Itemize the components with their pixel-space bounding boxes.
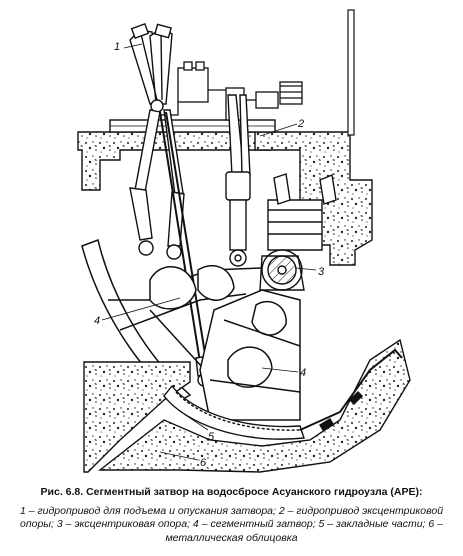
upper-deck xyxy=(77,9,373,266)
spillway-bed xyxy=(83,338,411,473)
eccentric-support xyxy=(259,249,305,291)
caption-title: Рис. 6.8. Сегментный затвор на водосброс… xyxy=(40,486,423,498)
caption-legend: 1 – гидропривод для подъема и опускания … xyxy=(19,504,444,544)
callout-1: 1 xyxy=(114,41,120,53)
callout-4-right: 4 xyxy=(300,367,306,379)
eccentric-hydraulic-drive xyxy=(225,94,337,267)
callout-2: 2 xyxy=(297,118,304,130)
callout-3: 3 xyxy=(318,266,325,278)
callout-5: 5 xyxy=(208,431,215,443)
segment-gate xyxy=(81,238,301,421)
gate-drawing: 1 2 3 4 4 5 6 xyxy=(77,9,411,473)
callout-6: 6 xyxy=(200,457,207,469)
callout-4-left: 4 xyxy=(94,315,100,327)
figure-caption: Рис. 6.8. Сегментный затвор на водосброс… xyxy=(4,486,459,545)
leader-lines xyxy=(101,43,317,461)
lift-hydraulic-drive xyxy=(129,23,213,387)
